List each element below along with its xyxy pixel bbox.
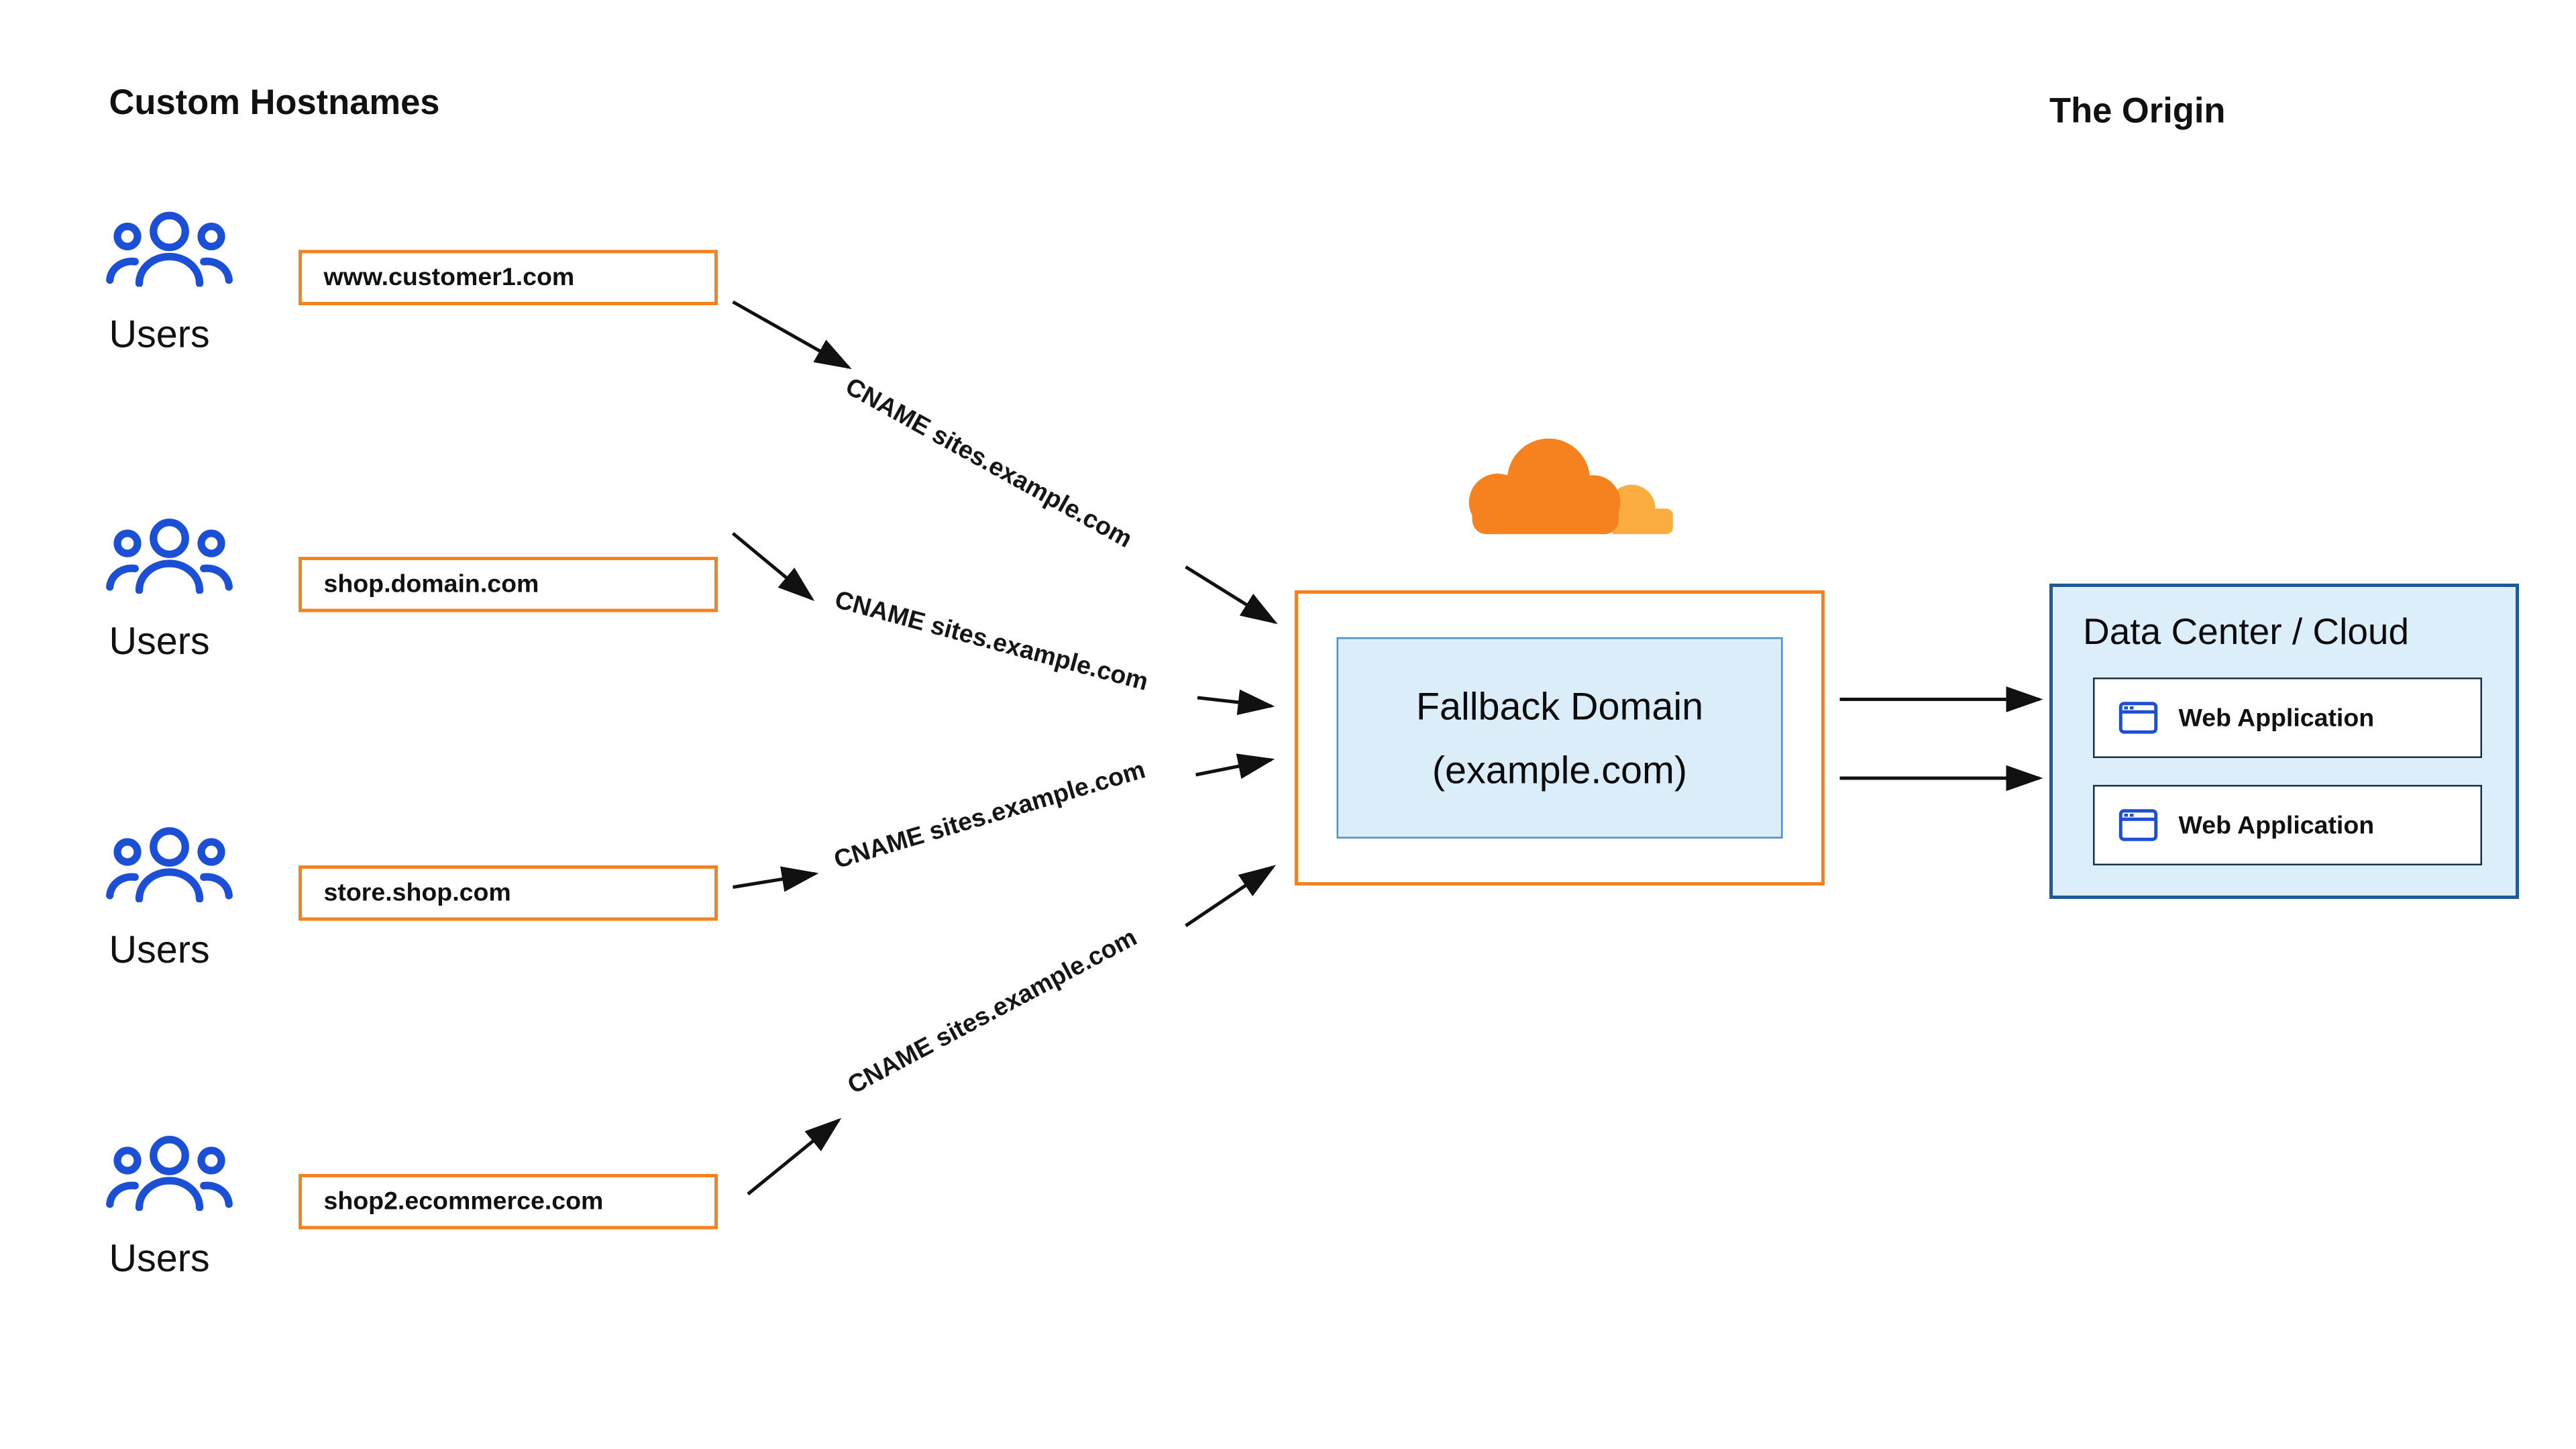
- users-label: Users: [109, 1236, 210, 1280]
- arrow: [733, 866, 819, 892]
- hostname-text: shop.domain.com: [323, 570, 539, 599]
- hostname-box: shop.domain.com: [299, 557, 718, 612]
- origin-title-heading: The Origin: [2049, 92, 2226, 131]
- custom-hostnames-title: Custom Hostnames: [109, 84, 440, 123]
- users-label: Users: [109, 927, 210, 971]
- arrow: [1195, 753, 1275, 780]
- fallback-domain-line1: Fallback Domain: [1415, 684, 1704, 728]
- arrow: [1185, 565, 1278, 625]
- arrow: [1185, 865, 1277, 928]
- cloudflare-zone-box: Fallback Domain (example.com): [1295, 590, 1825, 885]
- browser-window-icon: [2118, 702, 2158, 734]
- users-group-icon: [106, 519, 233, 594]
- hostname-text: store.shop.com: [323, 879, 511, 908]
- arrow: [1197, 689, 1275, 716]
- users-group-icon: [106, 1136, 233, 1211]
- users-label: Users: [109, 619, 210, 663]
- data-center-title: Data Center / Cloud: [2083, 610, 2410, 653]
- users-label: Users: [109, 312, 210, 356]
- hostname-box: shop2.ecommerce.com: [299, 1174, 718, 1230]
- fallback-domain-box: Fallback Domain (example.com): [1336, 637, 1783, 839]
- web-application-box: Web Application: [2093, 785, 2482, 865]
- hostname-text: www.customer1.com: [323, 263, 575, 292]
- hostname-box: www.customer1.com: [299, 250, 718, 305]
- cname-label: CNAME sites.example.com: [831, 586, 1151, 697]
- web-application-box: Web Application: [2093, 678, 2482, 758]
- cname-label: CNAME sites.example.com: [843, 923, 1142, 1101]
- users-group-icon: [106, 211, 233, 287]
- cname-label: CNAME sites.example.com: [840, 372, 1137, 554]
- cname-label: CNAME sites.example.com: [830, 755, 1149, 875]
- users-group-icon: [106, 827, 233, 902]
- arrow: [732, 300, 852, 370]
- web-application-label: Web Application: [2178, 703, 2375, 733]
- data-center-panel: Data Center / Cloud Web Application Web …: [2049, 584, 2519, 899]
- cloudflare-logo-icon: [1468, 438, 1673, 535]
- hostname-text: shop2.ecommerce.com: [323, 1187, 604, 1216]
- hostname-box: store.shop.com: [299, 865, 718, 921]
- web-application-label: Web Application: [2178, 810, 2375, 840]
- arrow: [731, 532, 815, 602]
- arrow: [747, 1118, 842, 1195]
- browser-window-icon: [2118, 809, 2158, 841]
- fallback-domain-line2: (example.com): [1432, 748, 1688, 792]
